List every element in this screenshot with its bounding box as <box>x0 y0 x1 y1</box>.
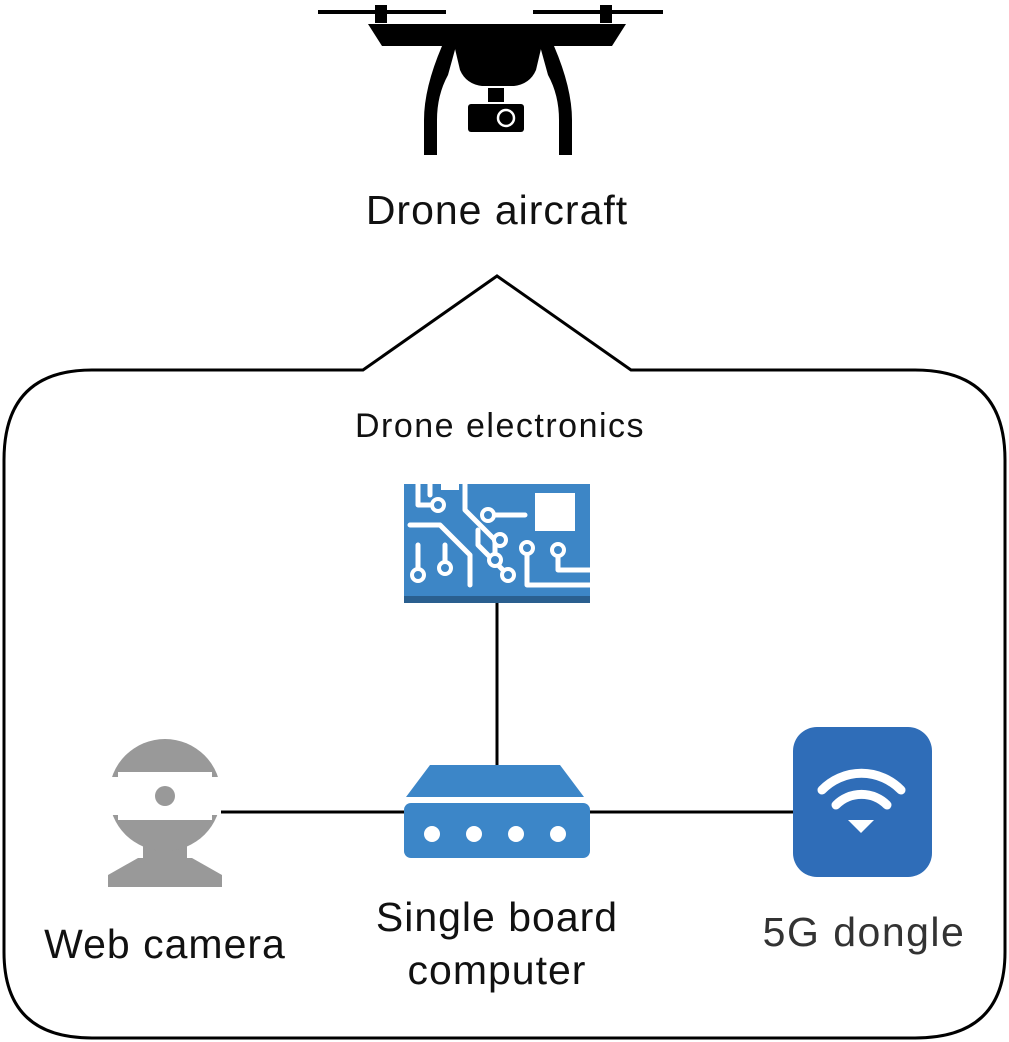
drone-electronics-label: Drone electronics <box>355 407 645 445</box>
sbc-label-line-1: Single board <box>376 894 618 940</box>
sbc-label-line-2: computer <box>408 947 587 993</box>
drone-icon <box>318 5 663 155</box>
router-icon <box>404 765 590 858</box>
5g-dongle-label: 5G dongle <box>763 909 966 955</box>
drone-aircraft-label: Drone aircraft <box>366 187 628 233</box>
circuit-board-icon <box>404 481 593 603</box>
drone-camera-lens <box>496 108 516 128</box>
drone-electronics-container <box>2 274 1007 1040</box>
wifi-icon <box>793 727 932 877</box>
web-camera-label: Web camera <box>44 921 286 967</box>
webcam-icon <box>108 739 222 887</box>
